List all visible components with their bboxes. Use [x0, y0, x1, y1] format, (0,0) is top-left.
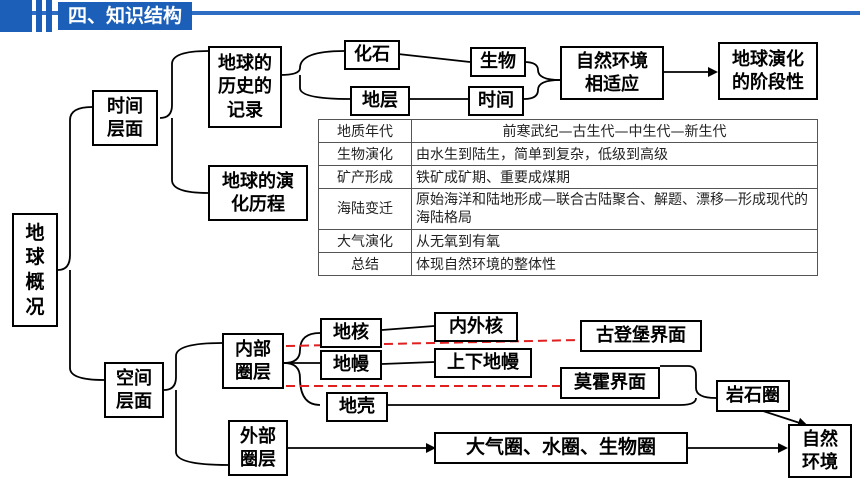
natural-environment-box: 自然 环境 — [788, 424, 852, 478]
evolution-table: 地质年代 前寒武纪—古生代—中生代—新生代 生物演化 由水生到陆生，简单到复杂，… — [318, 119, 818, 276]
space-level-line: 空间 — [116, 367, 152, 389]
biology-box: 生物 — [470, 47, 526, 77]
inner-sphere-box: 内部 圈层 — [222, 333, 284, 389]
earth-overview-box: 地 球 概 况 — [12, 213, 58, 327]
moho-interface-box: 莫霍界面 — [560, 367, 660, 399]
evolution-process-box: 地球的演 化历程 — [208, 165, 308, 221]
strata-box: 地层 — [350, 86, 410, 116]
inner-outer-core-box: 内外核 — [434, 312, 518, 342]
gutenberg-interface-box: 古登堡界面 — [580, 320, 702, 352]
mantle-box: 地幔 — [320, 350, 382, 380]
inner-sphere-line: 圈层 — [235, 362, 271, 383]
table-cell-label: 总结 — [318, 252, 412, 276]
time-level-line: 时间 — [107, 95, 143, 117]
header-block-icon — [0, 0, 32, 32]
history-record-line: 地球的 — [218, 52, 272, 74]
environment-adapt-box: 自然环境 相适应 — [560, 46, 664, 100]
outer-sphere-line: 外部 — [240, 425, 276, 447]
natural-environment-line: 环境 — [802, 452, 838, 473]
table-cell-value: 原始海洋和陆地形成—联合古陆聚合、解题、漂移—形成现代的海陆格局 — [411, 188, 818, 230]
table-cell-value: 体现自然环境的整体性 — [411, 252, 818, 276]
table-row: 海陆变迁 原始海洋和陆地形成—联合古陆聚合、解题、漂移—形成现代的海陆格局 — [318, 188, 818, 230]
space-level-line: 层面 — [116, 391, 152, 412]
root-char: 概 — [25, 271, 45, 293]
table-cell-value: 从无氧到有氧 — [411, 229, 818, 253]
spheres-box: 大气圈、水圈、生物圈 — [434, 432, 688, 464]
evolution-stage-box: 地球演化 的阶段性 — [718, 42, 818, 100]
page-title: 四、知识结构 — [58, 2, 193, 30]
evolution-process-line: 化历程 — [231, 194, 285, 215]
table-cell-label: 矿产形成 — [318, 165, 412, 189]
evolution-stage-line: 地球演化 — [732, 48, 804, 70]
root-char: 况 — [25, 295, 45, 318]
fossil-box: 化石 — [344, 40, 400, 70]
root-char: 球 — [25, 246, 45, 269]
inner-sphere-line: 内部 — [235, 338, 271, 360]
table-cell-value: 铁矿成矿期、重要成煤期 — [411, 165, 818, 189]
space-level-box: 空间 层面 — [104, 362, 164, 418]
table-cell-label: 大气演化 — [318, 229, 412, 253]
table-row: 地质年代 前寒武纪—古生代—中生代—新生代 — [318, 119, 818, 143]
lithosphere-box: 岩石圈 — [716, 380, 790, 412]
header-stripe-icon — [36, 0, 42, 32]
evolution-stage-line: 的阶段性 — [732, 72, 804, 93]
time-box: 时间 — [468, 86, 524, 116]
history-record-box: 地球的 历史的 记录 — [208, 46, 282, 128]
outer-sphere-line: 圈层 — [240, 449, 276, 470]
table-cell-label: 生物演化 — [318, 142, 412, 166]
environment-adapt-line: 自然环境 — [576, 50, 648, 72]
header-stripe-icon — [46, 0, 52, 32]
evolution-process-line: 地球的演 — [222, 170, 294, 192]
root-char: 地 — [25, 221, 45, 244]
table-row: 大气演化 从无氧到有氧 — [318, 229, 818, 253]
table-row: 总结 体现自然环境的整体性 — [318, 252, 818, 276]
natural-environment-line: 自然 — [802, 428, 838, 450]
outer-sphere-box: 外部 圈层 — [228, 420, 288, 476]
table-cell-value: 前寒武纪—古生代—中生代—新生代 — [411, 119, 818, 143]
table-row: 生物演化 由水生到陆生，简单到复杂，低级到高级 — [318, 142, 818, 166]
core-box: 地核 — [320, 318, 382, 348]
time-level-box: 时间 层面 — [92, 90, 158, 146]
header-bar: 四、知识结构 — [0, 0, 860, 32]
crust-box: 地壳 — [326, 392, 388, 422]
history-record-line: 历史的 — [218, 76, 272, 98]
table-cell-label: 海陆变迁 — [318, 188, 412, 230]
environment-adapt-line: 相适应 — [585, 74, 639, 95]
table-cell-label: 地质年代 — [318, 119, 412, 143]
table-row: 矿产形成 铁矿成矿期、重要成煤期 — [318, 165, 818, 189]
table-cell-value: 由水生到陆生，简单到复杂，低级到高级 — [411, 142, 818, 166]
header-band — [0, 11, 860, 15]
time-level-line: 层面 — [107, 119, 143, 140]
upper-lower-mantle-box: 上下地幔 — [434, 348, 532, 378]
history-record-line: 记录 — [227, 99, 263, 121]
